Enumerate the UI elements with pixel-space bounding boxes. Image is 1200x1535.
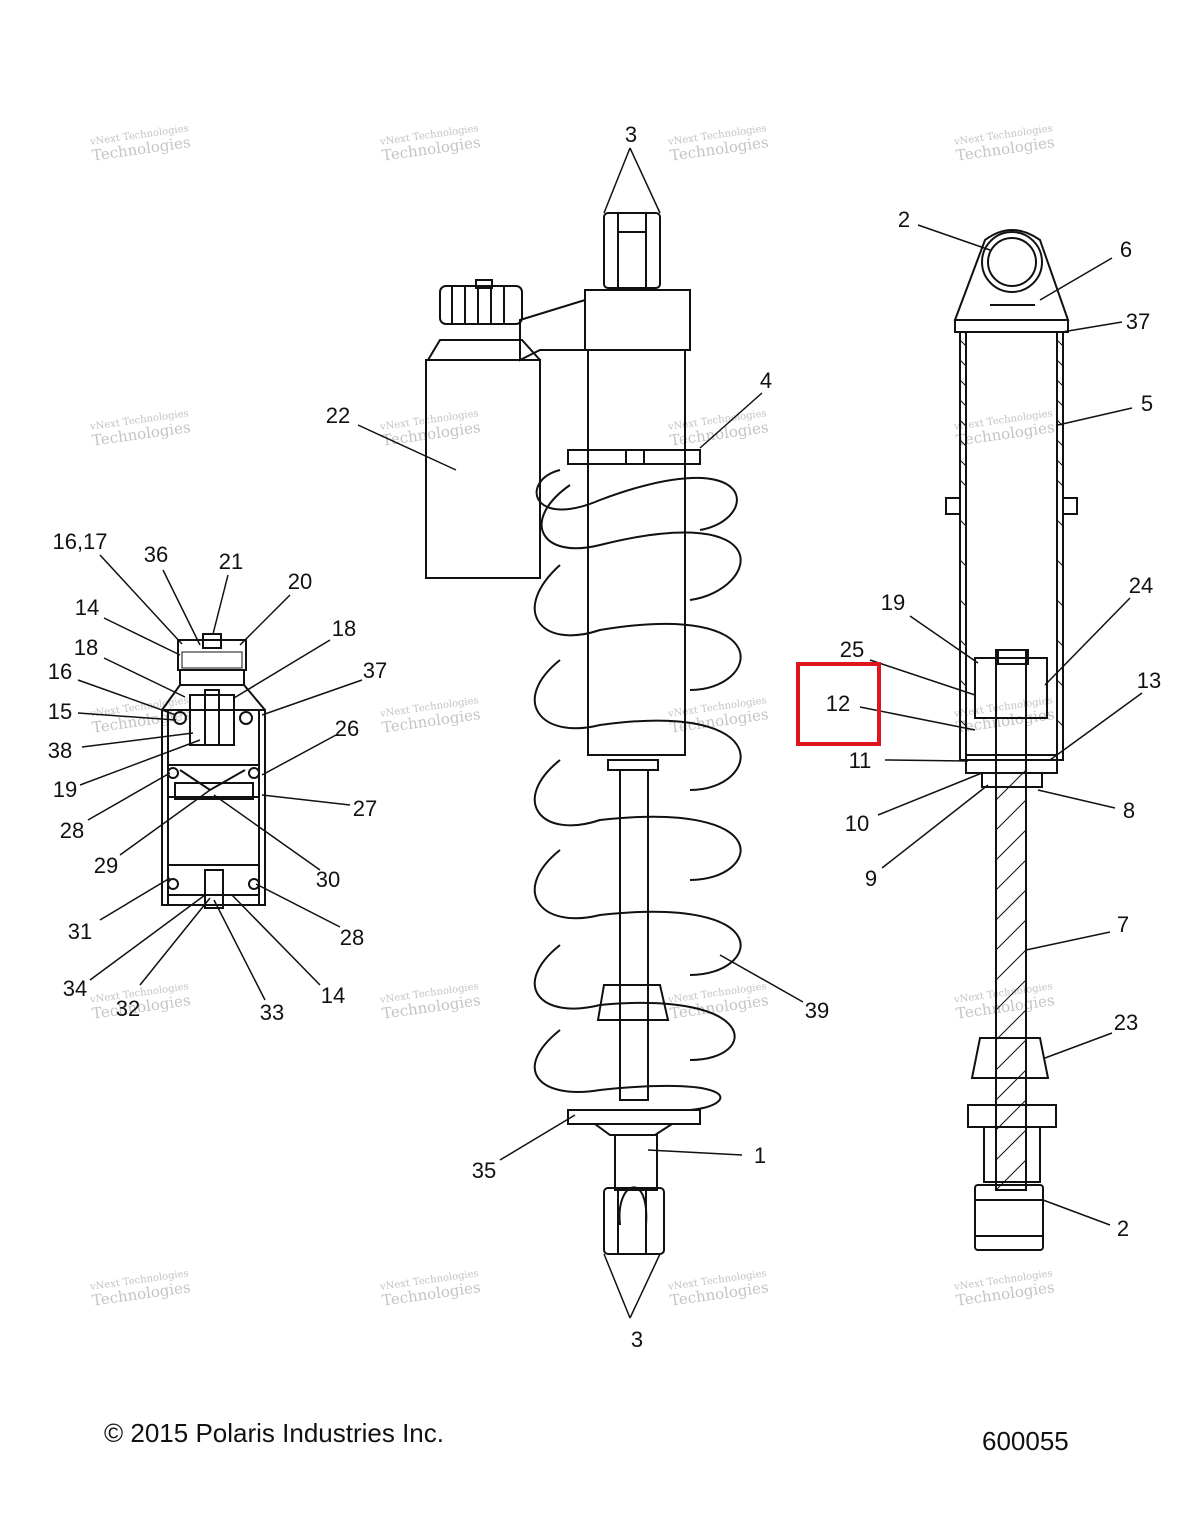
callout: 30 [316, 867, 340, 892]
callout: 13 [1137, 668, 1161, 693]
callout: 2 [898, 207, 910, 232]
callout: 32 [116, 996, 140, 1021]
copyright-notice: © 2015 Polaris Industries Inc. [104, 1418, 444, 1448]
callout: 14 [321, 983, 345, 1008]
callout: 18 [332, 616, 356, 641]
callout-labels: 3 3 22 4 2 6 37 5 19 24 25 12 13 11 10 8… [48, 122, 1161, 1352]
callout: 36 [144, 542, 168, 567]
callout: 37 [363, 658, 387, 683]
callout: 16 [48, 659, 72, 684]
right-shock-section [945, 229, 1078, 1251]
callout: 38 [48, 738, 72, 763]
callout: 15 [48, 699, 72, 724]
callout: 25 [840, 637, 864, 662]
callout: 28 [60, 818, 84, 843]
callout: 34 [63, 976, 87, 1001]
callout: 16,17 [52, 529, 107, 554]
center-shock [425, 212, 742, 1255]
callout: 29 [94, 853, 118, 878]
callout: 24 [1129, 573, 1153, 598]
callout: 14 [75, 595, 99, 620]
callout: 8 [1123, 798, 1135, 823]
callout: 11 [849, 748, 872, 773]
left-reservoir-section [161, 633, 266, 909]
callout: 26 [335, 716, 359, 741]
callout: 3 [625, 122, 637, 147]
highlight-box [796, 662, 881, 746]
callout: 37 [1126, 309, 1150, 334]
callout: 9 [865, 866, 877, 891]
callout-highlighted: 12 [826, 691, 850, 716]
callout: 27 [353, 796, 377, 821]
callout: 21 [219, 549, 243, 574]
callout: 23 [1114, 1010, 1138, 1035]
callout: 7 [1117, 912, 1129, 937]
callout: 18 [74, 635, 98, 660]
callout: 22 [326, 403, 350, 428]
callout: 28 [340, 925, 364, 950]
callout: 3 [631, 1327, 643, 1352]
callout: 10 [845, 811, 869, 836]
callout: 5 [1141, 391, 1153, 416]
callout: 19 [881, 590, 905, 615]
part-number: 600055 [982, 1426, 1069, 1456]
leader-lines [77, 147, 1143, 1319]
callout: 1 [754, 1143, 766, 1168]
callout: 33 [260, 1000, 284, 1025]
callout: 6 [1120, 237, 1132, 262]
callout: 31 [68, 919, 92, 944]
callout: 35 [472, 1158, 496, 1183]
callout: 39 [805, 998, 829, 1023]
callout: 20 [288, 569, 312, 594]
callout: 2 [1117, 1216, 1129, 1241]
callout: 19 [53, 777, 77, 802]
callout: 4 [760, 368, 772, 393]
